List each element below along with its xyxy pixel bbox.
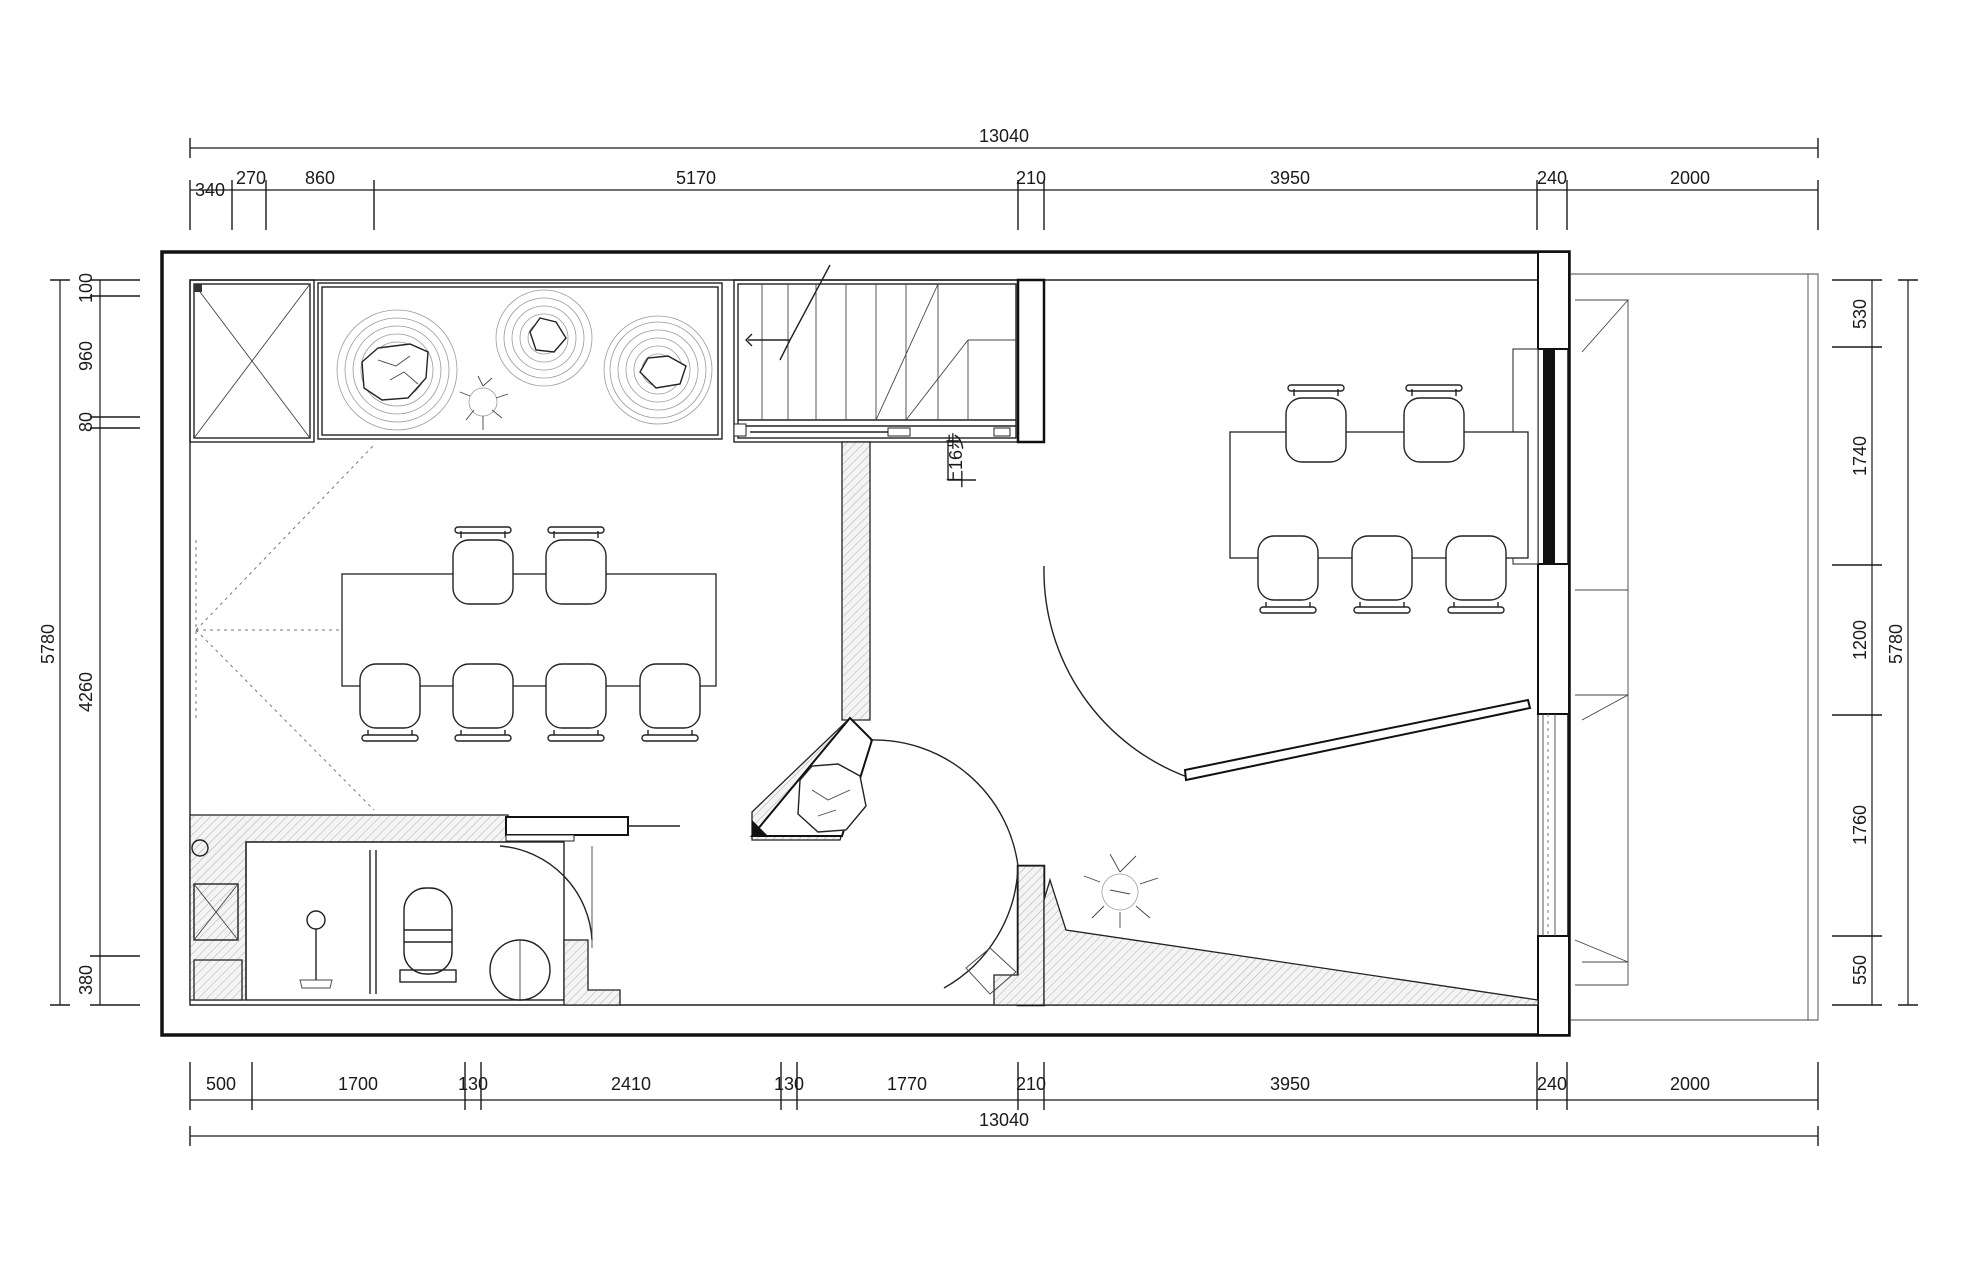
left-dimension-segments: 100 960 80 4260 380 xyxy=(76,273,140,1006)
right-seg-5: 550 xyxy=(1850,955,1870,985)
right-dining-room xyxy=(1043,384,1539,1006)
top-seg-5: 210 xyxy=(1016,168,1046,188)
top-seg-2: 270 xyxy=(236,168,266,188)
left-seg-4: 4260 xyxy=(76,672,96,712)
right-seg-2: 1740 xyxy=(1850,436,1870,476)
right-dimension-segments: 530 1740 1200 1760 550 xyxy=(1832,279,1882,1006)
top-seg-1: 340 xyxy=(195,180,225,200)
top-seg-4: 5170 xyxy=(676,168,716,188)
bottom-seg-1: 500 xyxy=(206,1074,236,1094)
right-room-ramp xyxy=(1043,877,1539,1006)
exterior-terrace xyxy=(1569,273,1819,1021)
left-seg-1: 100 xyxy=(76,273,96,303)
top-seg-6: 3950 xyxy=(1270,168,1310,188)
stair-step-label: 上16步 xyxy=(946,432,966,488)
central-door-swing xyxy=(869,739,1045,1006)
storage-closet xyxy=(189,279,315,443)
garden-rock-2 xyxy=(529,317,567,353)
right-seg-3: 1200 xyxy=(1850,620,1870,660)
left-seg-2: 960 xyxy=(76,341,96,371)
bottom-total-label: 13040 xyxy=(979,1110,1029,1130)
right-room-plant xyxy=(1083,853,1159,928)
garden-rings-2 xyxy=(495,289,593,387)
left-seg-5: 380 xyxy=(76,965,96,995)
garden-plant xyxy=(459,375,509,430)
left-total-label: 5780 xyxy=(38,624,58,664)
left-dimension-total: 5780 xyxy=(38,279,70,1006)
toilet xyxy=(403,887,453,975)
garden-rock-3 xyxy=(639,355,687,389)
top-total-label: 13040 xyxy=(979,126,1029,146)
staircase: 上16步 xyxy=(733,264,1019,488)
bathroom xyxy=(189,814,680,1006)
top-seg-3: 860 xyxy=(305,168,335,188)
bottom-seg-10: 2000 xyxy=(1670,1074,1710,1094)
right-total-label: 5780 xyxy=(1886,624,1906,664)
bottom-seg-7: 210 xyxy=(1016,1074,1046,1094)
bottom-dimension-total: 13040 xyxy=(189,1110,1819,1146)
bottom-seg-8: 3950 xyxy=(1270,1074,1310,1094)
bottom-seg-3: 130 xyxy=(458,1074,488,1094)
right-seg-1: 530 xyxy=(1850,299,1870,329)
left-dining-area xyxy=(195,444,717,811)
left-seg-3: 80 xyxy=(76,412,96,432)
top-seg-7: 240 xyxy=(1537,168,1567,188)
bottom-seg-4: 2410 xyxy=(611,1074,651,1094)
bottom-seg-2: 1700 xyxy=(338,1074,378,1094)
top-seg-8: 2000 xyxy=(1670,168,1710,188)
right-seg-4: 1760 xyxy=(1850,805,1870,845)
garden-rock-1 xyxy=(361,343,429,401)
bottom-seg-5: 130 xyxy=(774,1074,804,1094)
bottom-dimension-segments: 500 1700 130 2410 130 1770 210 3950 240 … xyxy=(189,1062,1819,1110)
bottom-seg-6: 1770 xyxy=(887,1074,927,1094)
bottom-seg-9: 240 xyxy=(1537,1074,1567,1094)
top-dimension-total: 13040 xyxy=(189,126,1819,158)
top-dimension-segments: 340 270 860 5170 210 3950 240 2000 xyxy=(189,168,1819,230)
zen-garden xyxy=(317,282,723,440)
right-dimension-total: 5780 xyxy=(1886,279,1918,1006)
central-pier xyxy=(749,441,874,841)
